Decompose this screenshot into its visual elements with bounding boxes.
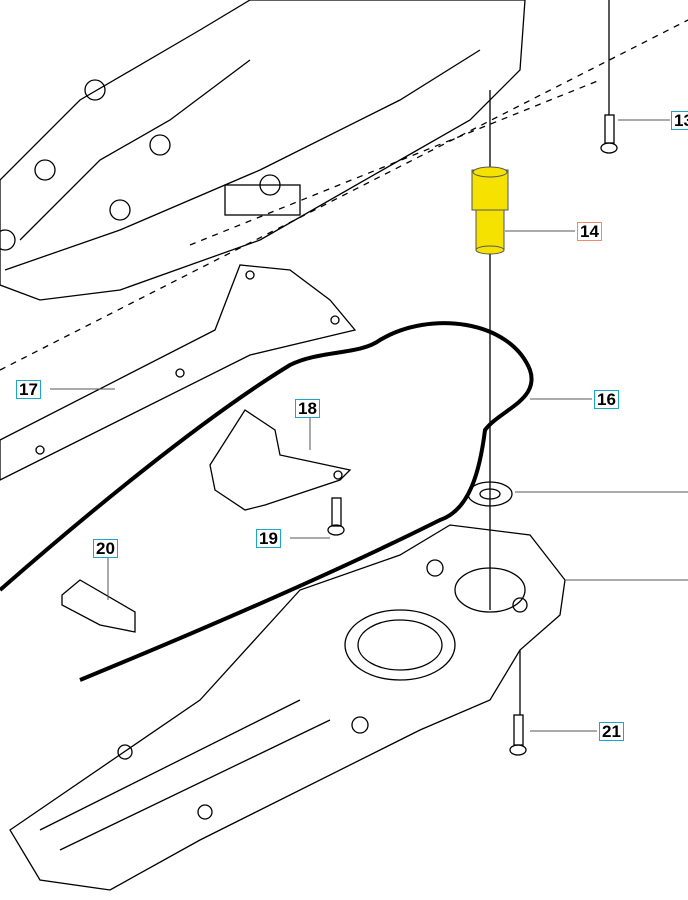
bracket-part-18	[209, 409, 352, 511]
callout-16[interactable]: 16	[594, 390, 619, 409]
gear-part-14	[471, 166, 509, 255]
callout-14[interactable]: 14	[577, 222, 602, 241]
callout-13[interactable]: 13	[671, 111, 688, 130]
clip-part-20	[61, 579, 136, 633]
callout-20[interactable]: 20	[93, 539, 118, 558]
cord-part-16	[0, 321, 534, 682]
callout-18[interactable]: 18	[295, 399, 320, 418]
upper-housing	[0, 0, 526, 301]
lower-housing	[9, 524, 566, 891]
callout-17[interactable]: 17	[16, 380, 41, 399]
callout-21[interactable]: 21	[599, 722, 624, 741]
plate-part-17	[0, 264, 357, 481]
callout-19[interactable]: 19	[256, 529, 281, 548]
